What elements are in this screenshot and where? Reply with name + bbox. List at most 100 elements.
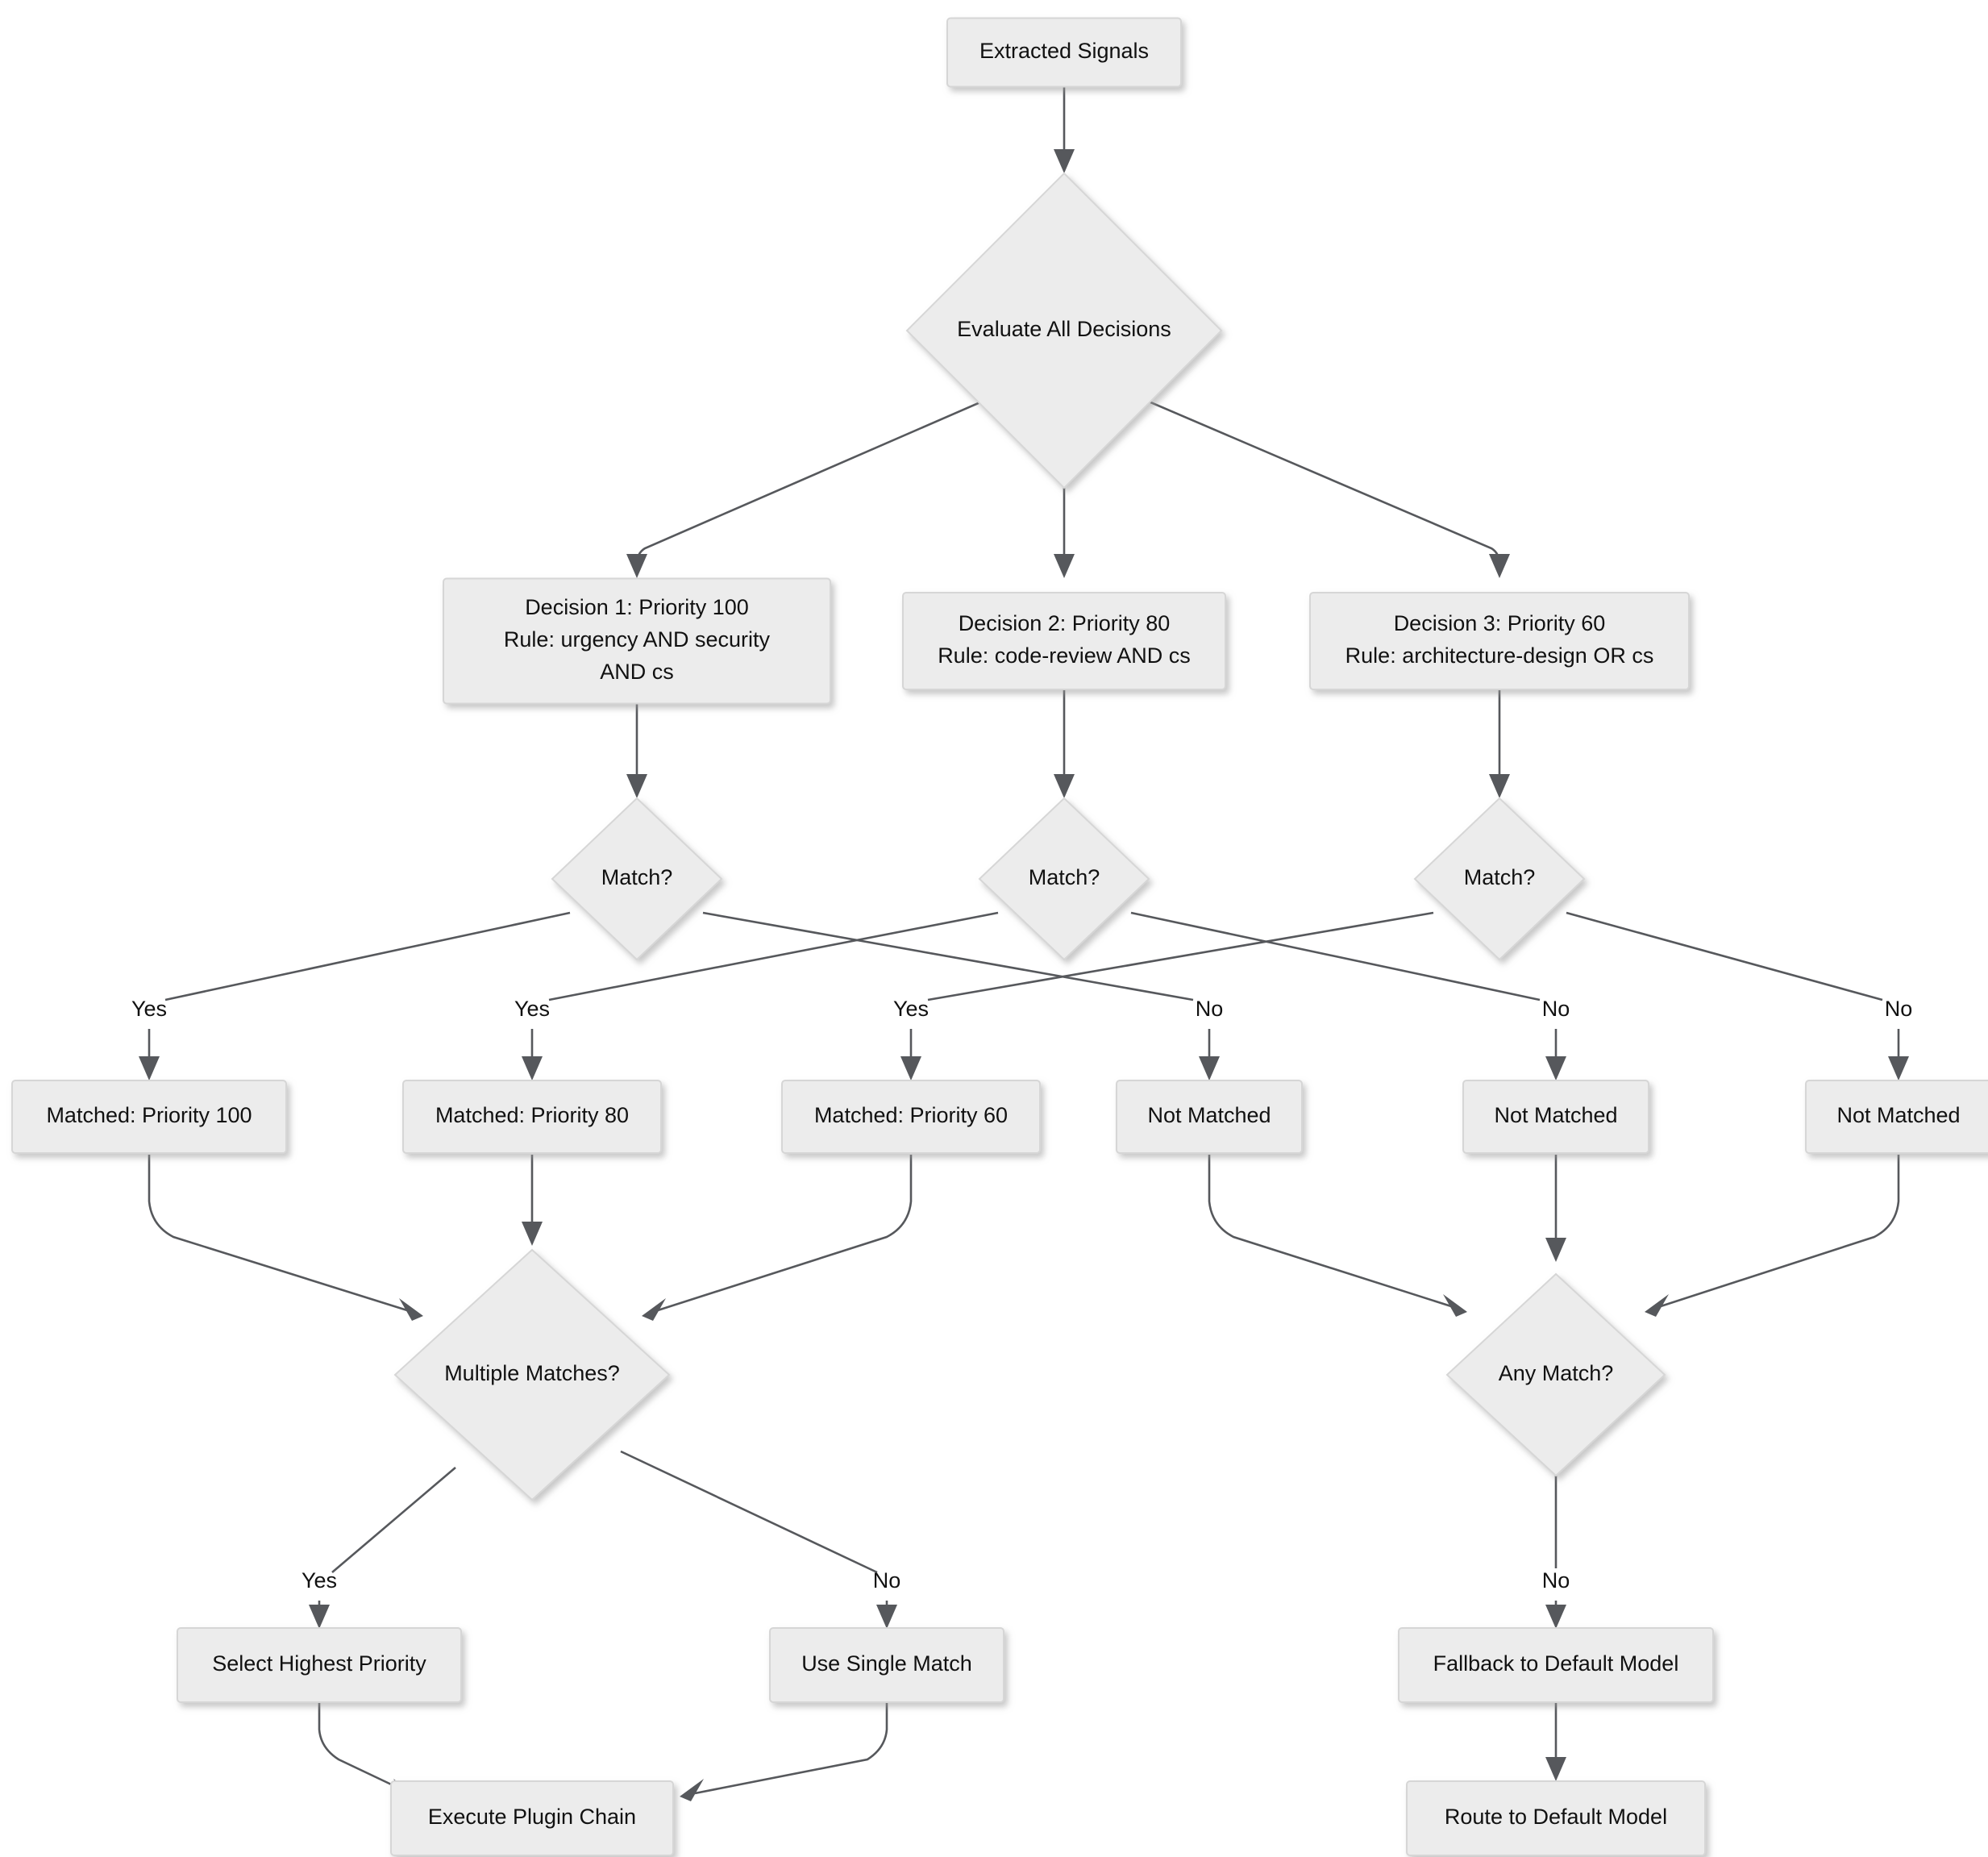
node-shape-rect [443, 577, 831, 705]
edge-evaluate-all-decisions-to-decision-2 [1054, 488, 1075, 578]
node-execute-plugin-chain[interactable]: Execute Plugin Chain [390, 1780, 674, 1856]
node-shape-rect [1462, 1080, 1649, 1154]
node-label: Matched: Priority 60 [814, 1103, 1008, 1127]
edge-path [620, 1450, 878, 1574]
node-label: Rule: architecture-design OR cs [1345, 643, 1654, 668]
node-label: Match? [1029, 865, 1100, 889]
node-label: Match? [1464, 865, 1536, 889]
edge-label-no: No [1542, 997, 1570, 1021]
edge-decision-2-to-match-2 [1054, 689, 1075, 798]
node-matched-60[interactable]: Matched: Priority 60 [781, 1080, 1041, 1154]
edge-path [635, 398, 988, 565]
edge-path [694, 1703, 888, 1795]
edge-path [1142, 398, 1501, 565]
node-not-matched-1[interactable]: Not Matched [1116, 1080, 1303, 1154]
node-not-matched-3[interactable]: Not Matched [1805, 1080, 1988, 1154]
edge-arrowhead [1545, 1605, 1566, 1629]
node-label: Any Match? [1499, 1361, 1614, 1385]
edge-arrowhead [399, 1298, 423, 1321]
edge-decision-1-to-match-1 [626, 704, 647, 798]
edge-no-3-to-not-matched-3 [1888, 1029, 1909, 1080]
edge-arrowhead [1489, 554, 1510, 578]
edge-arrowhead [522, 1056, 543, 1080]
node-shape-rect [1406, 1780, 1706, 1856]
node-match-3[interactable]: Match? [1413, 797, 1586, 961]
edge-no-mm-to-use-single-match [876, 1601, 897, 1629]
node-label: Not Matched [1147, 1103, 1271, 1127]
edge-evaluate-all-decisions-to-decision-1 [626, 398, 988, 578]
edge-arrowhead [139, 1056, 160, 1080]
edge-extracted-signals-to-evaluate-all-decisions [1054, 87, 1075, 173]
node-select-highest-priority[interactable]: Select Highest Priority [177, 1627, 462, 1703]
edge-arrowhead [642, 1298, 666, 1321]
node-matched-100[interactable]: Matched: Priority 100 [11, 1080, 287, 1154]
node-label: Multiple Matches? [444, 1361, 620, 1385]
node-label: Matched: Priority 100 [46, 1103, 252, 1127]
node-route-to-default-model[interactable]: Route to Default Model [1406, 1780, 1706, 1856]
edge-arrowhead [309, 1605, 330, 1629]
edge-path [164, 911, 571, 1001]
node-shape-diamond [978, 797, 1150, 961]
node-label: Decision 2: Priority 80 [959, 611, 1171, 635]
edge-not-matched-3-to-any-match [1645, 1155, 1900, 1317]
node-shape-rect [11, 1080, 287, 1154]
node-decision-3[interactable]: Decision 3: Priority 60 Rule: architectur… [1309, 592, 1690, 690]
edge-fallback-to-default-model-to-route-to-default-model [1545, 1703, 1566, 1781]
node-multiple-matches[interactable]: Multiple Matches? [393, 1248, 671, 1501]
edge-no-am-to-fallback-to-default-model [1545, 1601, 1566, 1629]
node-not-matched-2[interactable]: Not Matched [1462, 1080, 1649, 1154]
edge-path [331, 1467, 456, 1573]
node-label: Decision 3: Priority 60 [1394, 611, 1606, 635]
node-label: Route to Default Model [1445, 1805, 1667, 1829]
edge-arrowhead [1888, 1056, 1909, 1080]
edge-label-yes: Yes [514, 997, 550, 1021]
edge-match-2-to-not-matched-2 [1130, 911, 1541, 1001]
node-use-single-match[interactable]: Use Single Match [769, 1627, 1004, 1703]
edge-evaluate-all-decisions-to-decision-3 [1142, 398, 1510, 578]
edge-no-2-to-not-matched-2 [1545, 1029, 1566, 1080]
node-matched-80[interactable]: Matched: Priority 80 [402, 1080, 662, 1154]
node-shape-rect [902, 592, 1226, 690]
edges-layer [139, 87, 1909, 1801]
node-label: Execute Plugin Chain [428, 1805, 636, 1829]
edge-path [1130, 911, 1541, 1001]
edge-decision-3-to-match-3 [1489, 689, 1510, 798]
edge-yes-1-to-matched-100 [139, 1029, 160, 1080]
edge-yes-mm-to-select-highest-priority [309, 1601, 330, 1629]
node-shape-rect [1116, 1080, 1303, 1154]
edge-label-no: No [873, 1568, 901, 1593]
node-shape-rect [1309, 592, 1690, 690]
edge-path [318, 1703, 404, 1792]
edge-match-1-to-not-matched-1 [702, 911, 1194, 1001]
node-evaluate-all-decisions[interactable]: Evaluate All Decisions [905, 172, 1223, 489]
edge-arrowhead [876, 1605, 897, 1629]
edge-arrowhead [1545, 1056, 1566, 1080]
edge-match-2-to-matched-80 [548, 911, 999, 1001]
node-shape-diamond [1413, 797, 1586, 961]
node-shape-rect [946, 17, 1182, 88]
node-match-2[interactable]: Match? [978, 797, 1150, 961]
edge-arrowhead [1443, 1294, 1467, 1317]
edge-arrowhead [1645, 1294, 1669, 1317]
node-decision-2[interactable]: Decision 2: Priority 80 Rule: code-review… [902, 592, 1226, 690]
edge-arrowhead [680, 1779, 704, 1801]
node-fallback-to-default-model[interactable]: Fallback to Default Model [1398, 1627, 1714, 1703]
node-shape-rect [769, 1627, 1004, 1703]
node-label: Rule: code-review AND cs [938, 643, 1191, 668]
edge-path [657, 1155, 913, 1312]
edge-match-3-to-not-matched-3 [1566, 911, 1883, 1001]
edge-label-yes: Yes [893, 997, 929, 1021]
node-label: Use Single Match [801, 1651, 972, 1676]
edge-matched-60-to-multiple-matches [642, 1155, 913, 1321]
edge-label-no: No [1196, 997, 1224, 1021]
edge-multiple-matches-to-use-single-match [620, 1450, 878, 1574]
node-extracted-signals[interactable]: Extracted Signals [946, 17, 1182, 88]
node-match-1[interactable]: Match? [551, 797, 723, 961]
node-label: Matched: Priority 80 [435, 1103, 629, 1127]
node-any-match[interactable]: Any Match? [1445, 1272, 1666, 1477]
edge-path [927, 911, 1434, 1001]
node-shape-diamond [905, 172, 1223, 489]
